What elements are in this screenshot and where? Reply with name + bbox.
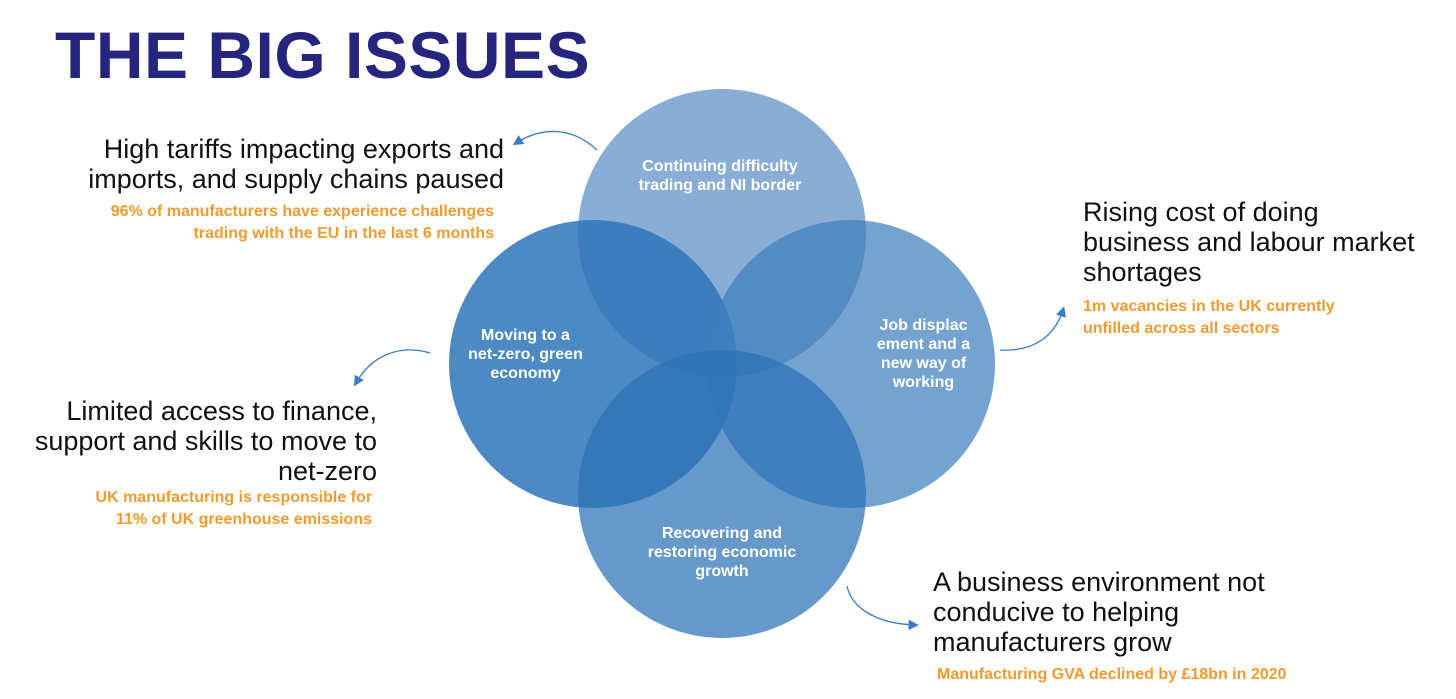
arrow-left — [354, 349, 431, 387]
stat-vacancies: 1m vacancies in the UK currently unfille… — [1083, 296, 1443, 340]
issue-finance-line2: support and skills to move to — [34, 426, 377, 456]
issue-environment-line3: manufacturers grow — [933, 627, 1172, 657]
arrow-bottom-right — [846, 585, 919, 631]
issue-finance-line1: Limited access to finance, — [66, 396, 377, 426]
circle-label-right: Job displacement and a new way of workin… — [876, 317, 971, 391]
circle-label-bottom: Recovering and restoring economic growth — [647, 525, 797, 580]
stat-trading-challenges: 96% of manufacturers have experience cha… — [20, 201, 494, 245]
issue-finance-line3: net-zero — [277, 456, 377, 486]
stat-trading-line2: trading with the EU in the last 6 months — [193, 225, 494, 242]
arrow-right — [999, 306, 1066, 351]
issue-environment-line1: A business environment not — [933, 567, 1265, 597]
stat-emissions-line1: UK manufacturing is responsible for — [95, 489, 372, 506]
page-title: THE BIG ISSUES — [55, 18, 591, 92]
stat-vacancies-line2: unfilled across all sectors — [1083, 320, 1280, 337]
issue-tariffs-line2: imports, and supply chains paused — [88, 164, 504, 194]
issue-cost: Rising cost of doing business and labour… — [1083, 197, 1453, 287]
stat-gva-line1: Manufacturing GVA declined by £18bn in 2… — [937, 666, 1287, 683]
circle-label-left: Moving to a net-zero, green economy — [468, 327, 583, 382]
stat-trading-line1: 96% of manufacturers have experience cha… — [110, 203, 494, 220]
circle-bottom — [578, 350, 866, 638]
issue-finance: Limited access to finance, support and s… — [0, 396, 377, 486]
issue-cost-line3: shortages — [1083, 257, 1202, 287]
stat-emissions-line2: 11% of UK greenhouse emissions — [115, 511, 372, 528]
stat-gva: Manufacturing GVA declined by £18bn in 2… — [937, 664, 1377, 686]
issue-environment: A business environment not conducive to … — [933, 567, 1353, 657]
issue-cost-line2: business and labour market — [1083, 227, 1415, 257]
issue-tariffs: High tariffs impacting exports and impor… — [30, 134, 504, 194]
arrow-top-left — [512, 130, 598, 151]
circle-label-top: Continuing difficulty trading and NI bor… — [638, 158, 802, 194]
stat-vacancies-line1: 1m vacancies in the UK currently — [1083, 298, 1335, 315]
issue-cost-line1: Rising cost of doing — [1083, 197, 1319, 227]
issue-tariffs-line1: High tariffs impacting exports and — [103, 134, 504, 164]
stat-emissions: UK manufacturing is responsible for 11% … — [0, 487, 372, 531]
issue-environment-line2: conducive to helping — [933, 597, 1180, 627]
